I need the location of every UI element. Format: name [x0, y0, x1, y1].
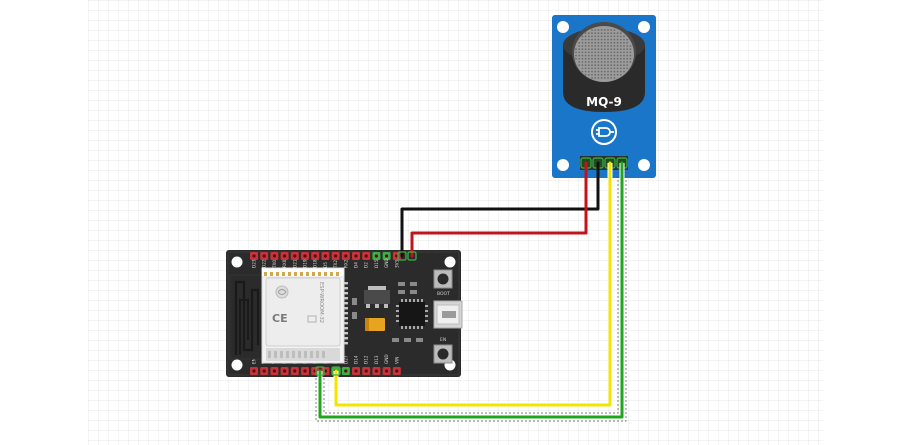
pin-label: GND — [384, 258, 389, 268]
gas-sensor-element — [563, 22, 645, 112]
pin-label: D5 — [323, 262, 328, 268]
mounting-hole — [444, 256, 456, 268]
pin-label: D23 — [252, 259, 257, 268]
pin-label: D4 — [354, 262, 359, 268]
sensor-pin-header — [580, 156, 628, 170]
usb-uart-chip — [396, 299, 428, 329]
wire[interactable] — [410, 161, 588, 258]
bottom-pin-header — [250, 367, 401, 375]
mq9-sensor-module[interactable]: MQ-9 — [552, 15, 656, 178]
pin-label: D15 — [374, 259, 379, 268]
mounting-hole — [557, 21, 569, 33]
module-side-pads — [344, 282, 348, 345]
pin-label: D2 — [364, 262, 369, 268]
espressif-logo — [275, 285, 289, 299]
mounting-hole — [557, 159, 569, 171]
pin-label: D14 — [354, 355, 359, 364]
top-pin-labels: D23 D22 TX0 RX0 D21 D19 D18 D5 TX2 RX2 D4 D2 D15 GND 3… — [252, 258, 400, 269]
pin-label: EN — [252, 358, 257, 364]
wire[interactable] — [400, 161, 600, 258]
mounting-hole — [638, 159, 650, 171]
wire[interactable] — [334, 161, 612, 407]
mounting-hole — [638, 21, 650, 33]
boot-label: BOOT — [437, 291, 450, 297]
module-marking: ESP-WROOM-32 — [318, 282, 324, 323]
sensor-mesh — [575, 29, 632, 79]
sensor-model-label: MQ-9 — [586, 95, 622, 109]
en-label: EN — [440, 337, 446, 343]
pin-label: D27 — [343, 355, 348, 364]
wire[interactable] — [318, 161, 624, 419]
smd-components — [352, 282, 423, 342]
pin-label: 3V3 — [394, 259, 399, 268]
en-button[interactable] — [433, 344, 453, 364]
pin-label: TX2 — [333, 260, 338, 269]
pin-label: VIN — [394, 357, 399, 364]
voltage-regulator — [364, 286, 390, 308]
pin-label: TX0 — [272, 260, 277, 269]
pin-label: D19 — [303, 259, 308, 268]
wires — [315, 161, 627, 422]
ce-mark: CE — [272, 312, 288, 325]
power-plug-icon — [591, 119, 617, 145]
pin-label: RX0 — [282, 259, 287, 268]
top-pin-header — [250, 252, 401, 260]
pin-label: GND — [384, 354, 389, 364]
pin-label: D21 — [292, 259, 297, 268]
grid-background — [88, 0, 823, 445]
capacitor — [365, 318, 385, 331]
micro-usb-port[interactable] — [433, 300, 463, 329]
pcb-antenna — [229, 274, 263, 360]
pin-label: D18 — [313, 259, 318, 268]
mounting-hole — [231, 256, 243, 268]
pin-label: RX2 — [343, 259, 348, 268]
wroom-module: CE ESP-WROOM-32 — [261, 267, 345, 364]
pin-label: D12 — [364, 355, 369, 364]
boot-button[interactable] — [433, 269, 453, 289]
pin-label: D13 — [374, 355, 379, 364]
mounting-hole — [231, 359, 243, 371]
pin-label: D22 — [262, 259, 267, 268]
